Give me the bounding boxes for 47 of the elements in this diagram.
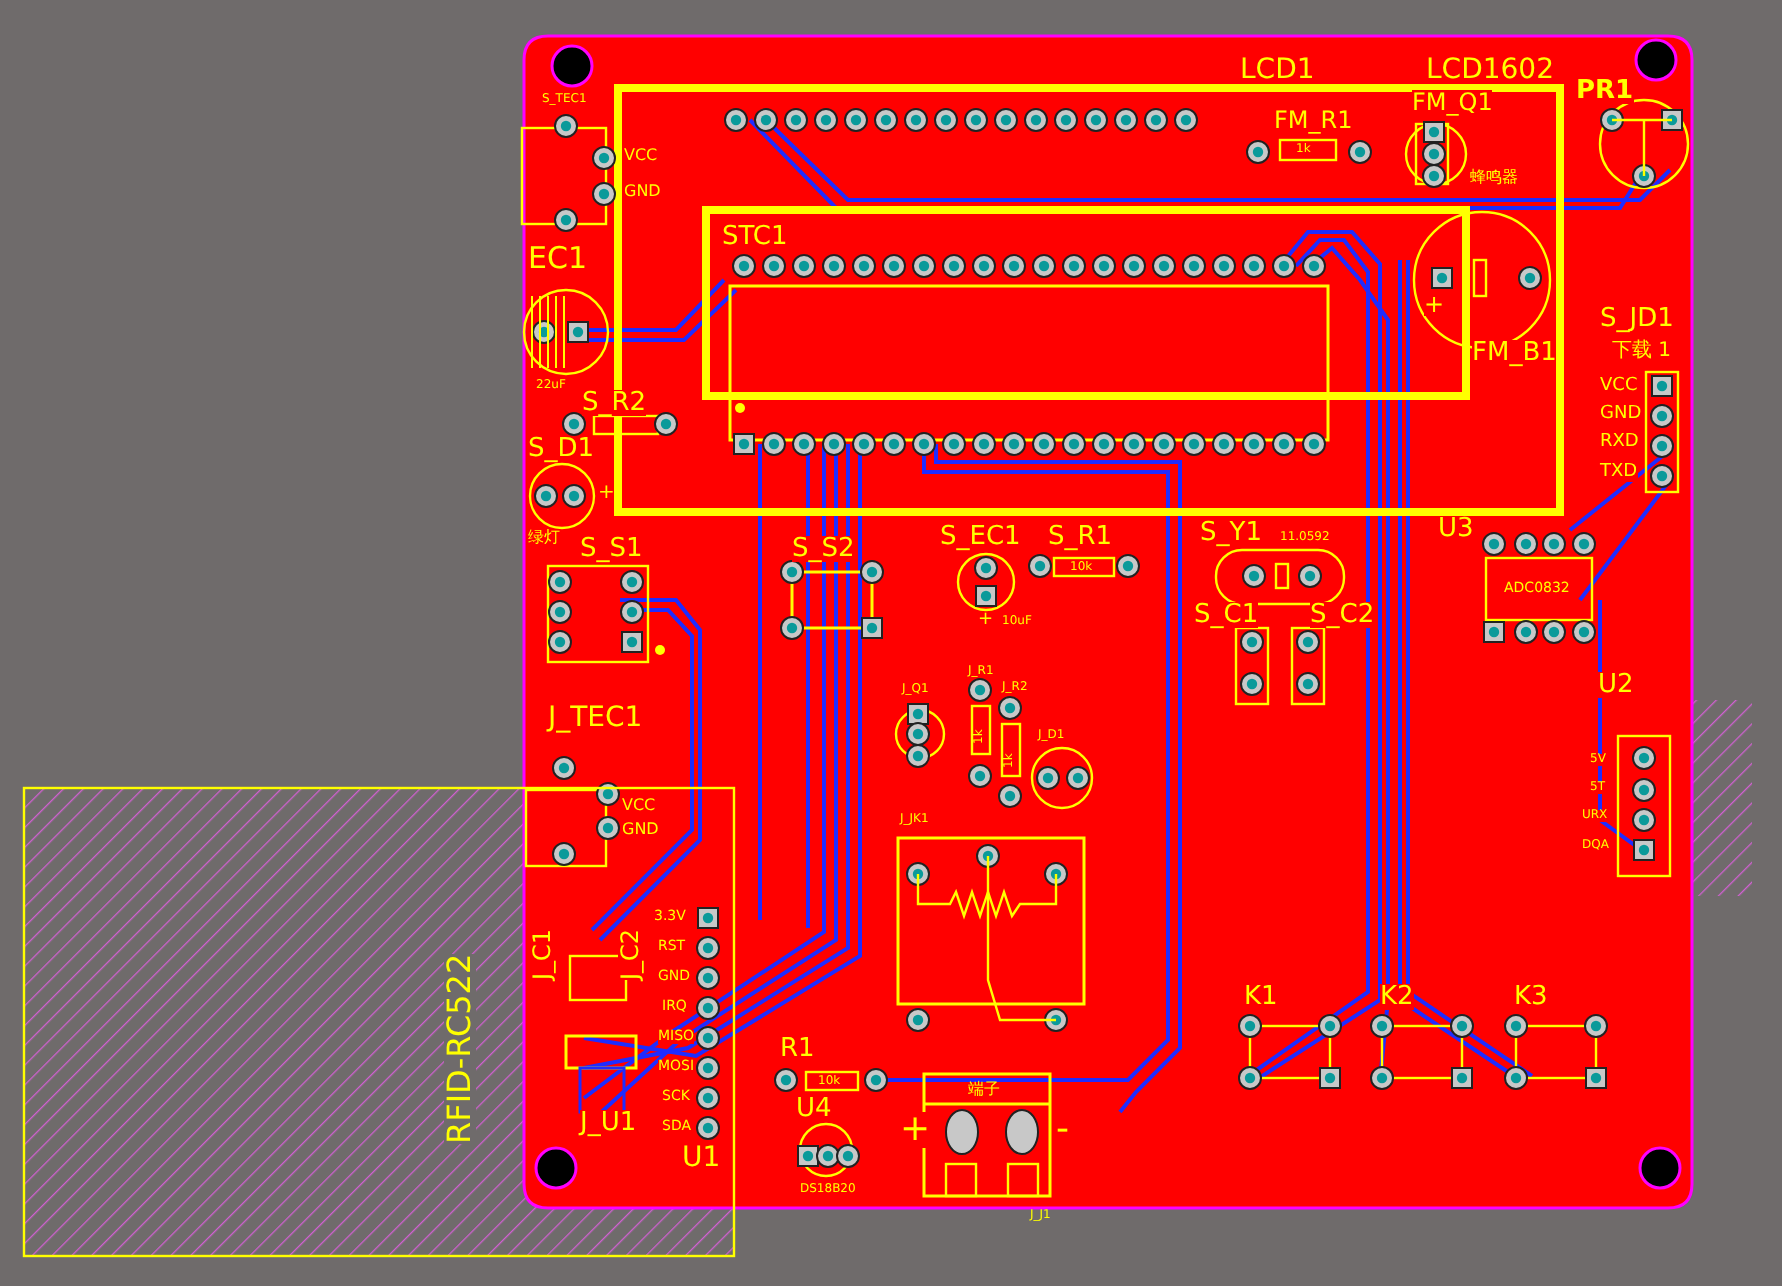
designator-label: U2 (1598, 672, 1634, 698)
designator-label: J_C1 (530, 928, 554, 980)
designator-label: U4 (796, 1096, 832, 1122)
pin-label: VCC (624, 148, 658, 164)
designator-label: K2 (1380, 984, 1414, 1010)
designator-label: K3 (1514, 984, 1548, 1010)
designator-label: LCD1 (1240, 56, 1315, 84)
designator-label: U3 (1438, 516, 1474, 542)
note-label: 端子 (968, 1082, 1000, 1098)
designator-label: S_S1 (580, 536, 643, 562)
pin-label: VCC (1600, 378, 1638, 396)
note-label: 绿灯 (528, 530, 560, 546)
note-label: 蜂鸣器 (1470, 170, 1518, 186)
pin-label: RXD (1600, 434, 1639, 452)
pin-label: GND (622, 822, 659, 838)
designator-label: S_D1 (528, 436, 595, 462)
polarity-mark: + (978, 612, 994, 630)
designator-label: STC1 (722, 224, 788, 250)
designator-label: LCD1602 (1426, 56, 1554, 84)
designator-label: PR1 (1576, 78, 1634, 104)
designator-label: K1 (1244, 984, 1278, 1010)
polarity-mark: + (900, 1112, 931, 1148)
designator-label: S_EC1 (940, 524, 1021, 550)
pin-label: GND (1600, 406, 1642, 424)
polarity-mark: + (1424, 292, 1445, 316)
designator-label: FM_Q1 (1412, 90, 1493, 114)
note-label: 下载 1 (1612, 342, 1672, 362)
pin-label: GND (624, 184, 661, 200)
designator-label: J_C2 (618, 928, 642, 980)
designator-label: S_R1 (1048, 524, 1113, 550)
designator-label: FM_R1 (1274, 108, 1353, 132)
designator-label: S_S2 (792, 536, 855, 562)
designator-label: EC1 (528, 244, 587, 274)
polarity-mark: + (598, 484, 615, 504)
pin-label: TXD (1600, 464, 1638, 482)
designator-label: FM_B1 (1472, 340, 1557, 366)
designator-label: RFID-RC522 (444, 953, 476, 1144)
designator-label: S_JD1 (1600, 306, 1674, 332)
designator-label: S_Y1 (1200, 520, 1262, 546)
designator-label: S_C1 (1194, 602, 1259, 628)
designator-label: S_R2 (582, 390, 647, 416)
designator-label: R1 (780, 1036, 815, 1062)
designator-label: S_C2 (1310, 602, 1375, 628)
designator-label: J_TEC1 (548, 704, 643, 732)
pin-label: VCC (622, 798, 656, 814)
designator-label: J_U1 (580, 1110, 637, 1136)
designator-label: U1 (682, 1144, 721, 1172)
